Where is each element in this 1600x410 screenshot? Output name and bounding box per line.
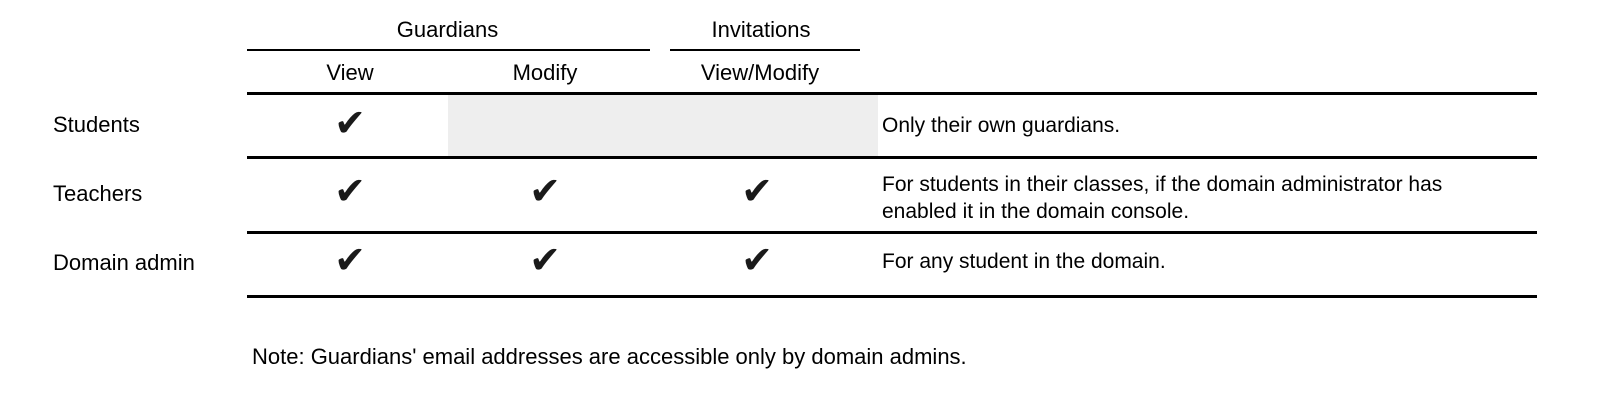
row-label-teachers: Teachers bbox=[53, 181, 143, 206]
students-disabled-cells-region bbox=[448, 95, 878, 156]
subheader-invitations-view-modify: View/Modify bbox=[700, 60, 820, 85]
row-label-domain-admin: Domain admin bbox=[53, 250, 195, 275]
row-label-students: Students bbox=[53, 112, 140, 137]
subheader-guardians-view: View bbox=[326, 60, 374, 85]
subheader-guardians-modify: Modify bbox=[512, 60, 578, 85]
invitations-group-underline bbox=[670, 49, 860, 51]
column-group-guardians: Guardians bbox=[396, 17, 499, 42]
check-icon: ✔ bbox=[334, 238, 366, 282]
footnote: Note: Guardians' email addresses are acc… bbox=[252, 344, 967, 369]
table-rule-after-teachers bbox=[247, 231, 1537, 234]
check-icon: ✔ bbox=[741, 169, 773, 213]
guardians-group-underline bbox=[247, 49, 650, 51]
row-note-teachers: For students in their classes, if the do… bbox=[882, 173, 1443, 223]
check-icon: ✔ bbox=[334, 101, 366, 145]
row-note-students: Only their own guardians. bbox=[882, 114, 1121, 137]
check-icon: ✔ bbox=[334, 169, 366, 213]
row-note-domain-admin: For any student in the domain. bbox=[882, 250, 1166, 273]
check-icon: ✔ bbox=[529, 169, 561, 213]
check-icon: ✔ bbox=[529, 238, 561, 282]
table-rule-after-students bbox=[247, 156, 1537, 159]
table-rule-after-domain-admin bbox=[247, 295, 1537, 298]
column-group-invitations: Invitations bbox=[711, 17, 811, 42]
table-rule-header bbox=[247, 92, 1537, 95]
check-icon: ✔ bbox=[741, 238, 773, 282]
